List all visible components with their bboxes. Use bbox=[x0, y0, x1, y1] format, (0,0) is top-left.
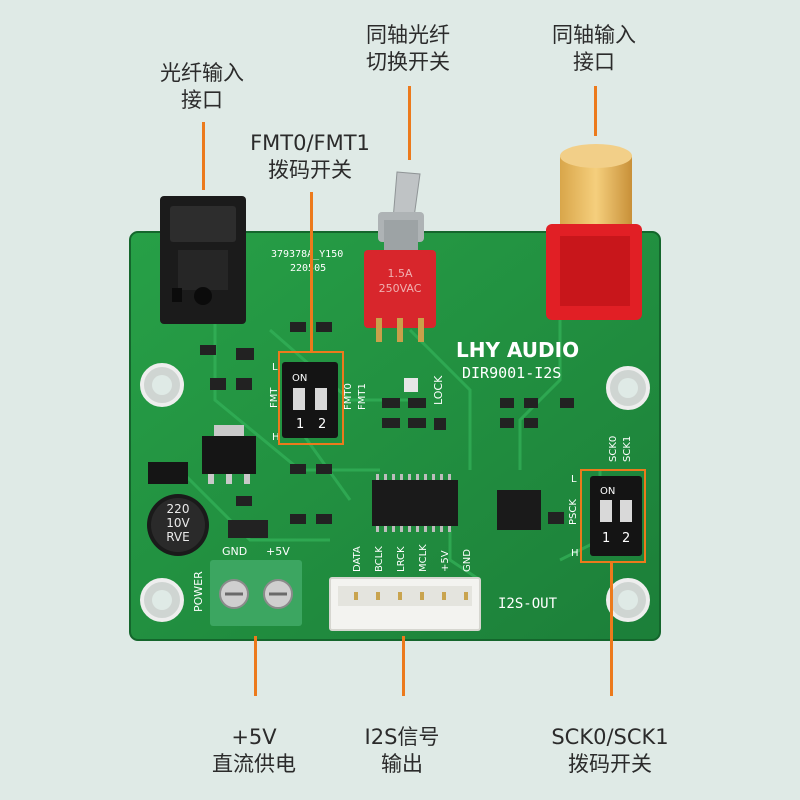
callout-coax-optical-switch-line1: 同轴光纤 bbox=[366, 23, 450, 47]
lead-fmt bbox=[310, 192, 313, 352]
dir9001-ic bbox=[372, 474, 458, 532]
logic-ic bbox=[497, 490, 541, 530]
callout-dc-power-line1: +5V bbox=[231, 725, 277, 749]
fmt-dip-H: H bbox=[272, 432, 280, 443]
power-label: POWER bbox=[192, 571, 205, 612]
board-code: 379378A_Y150 bbox=[271, 249, 343, 260]
optical-input-connector bbox=[160, 196, 246, 324]
lead-sck bbox=[610, 562, 613, 696]
diode bbox=[148, 462, 188, 484]
voltage-regulator bbox=[202, 425, 256, 484]
sck0-label: SCK0 bbox=[608, 436, 619, 462]
i2s-pin-mclk: MCLK bbox=[418, 544, 429, 572]
i2s-pin-5v: +5V bbox=[440, 550, 451, 572]
fmt0-label: FMT0 bbox=[343, 383, 354, 410]
sck1-label: SCK1 bbox=[622, 436, 633, 462]
psck-label: PSCK bbox=[568, 499, 579, 525]
cap-text-1: 220 bbox=[167, 502, 190, 516]
fmt-side-label: FMT bbox=[269, 387, 280, 408]
i2s-pin-lrck: LRCK bbox=[396, 546, 407, 572]
gnd-label: GND bbox=[222, 545, 247, 558]
sck-switch-bracket bbox=[580, 469, 646, 563]
sck-dip-L: L bbox=[571, 474, 577, 485]
fmt-dip-num-2: 2 bbox=[318, 417, 326, 432]
mounting-holes bbox=[140, 363, 650, 622]
coax-input-connector bbox=[546, 144, 642, 320]
callout-coax-input-line2: 接口 bbox=[573, 50, 615, 74]
lead-i2s bbox=[402, 636, 405, 696]
sck-dip-num-2: 2 bbox=[622, 531, 630, 546]
toggle-rating-current: 1.5A bbox=[387, 267, 412, 280]
i2s-output-header bbox=[329, 577, 481, 631]
fmt-dip-on: ON bbox=[292, 373, 307, 384]
i2s-pin-gnd: GND bbox=[462, 549, 473, 572]
callout-dc-power-line2: 直流供电 bbox=[212, 752, 296, 776]
callout-i2s-output-line2: 输出 bbox=[381, 752, 423, 776]
callout-sck-switch: SCK0/SCK1 拨码开关 bbox=[546, 724, 674, 778]
callout-coax-optical-switch: 同轴光纤 切换开关 bbox=[356, 22, 460, 76]
smd-components bbox=[200, 322, 574, 538]
callout-coax-input-line1: 同轴输入 bbox=[552, 23, 636, 47]
lead-power bbox=[254, 636, 257, 696]
callout-coax-optical-switch-line2: 切换开关 bbox=[366, 50, 450, 74]
callout-sck-switch-line2: 拨码开关 bbox=[568, 752, 652, 776]
callout-optical-input: 光纤输入 接口 bbox=[150, 60, 254, 114]
lock-led bbox=[404, 378, 418, 392]
callout-fmt-switch-line1: FMT0/FMT1 bbox=[250, 131, 370, 155]
i2s-out-label: I2S-OUT bbox=[498, 596, 558, 612]
sck-dip-num-1: 1 bbox=[602, 531, 610, 546]
board-date: 220505 bbox=[290, 263, 326, 274]
fmt-switch-bracket bbox=[278, 351, 344, 445]
sck-dip-H: H bbox=[571, 548, 579, 559]
model-label: DIR9001-I2S bbox=[462, 364, 561, 382]
fmt-dip-L: L bbox=[272, 362, 278, 373]
lead-coax bbox=[594, 86, 597, 136]
plus5v-label: +5V bbox=[266, 545, 290, 558]
i2s-pin-data: DATA bbox=[352, 546, 363, 572]
lock-label: LOCK bbox=[432, 375, 445, 405]
i2s-pin-bclk: BCLK bbox=[374, 546, 385, 572]
lead-optical bbox=[202, 122, 205, 190]
callout-fmt-switch-line2: 拨码开关 bbox=[268, 158, 352, 182]
callout-optical-input-line1: 光纤输入 bbox=[160, 61, 244, 85]
sck-dip-on: ON bbox=[600, 486, 615, 497]
power-terminal-block bbox=[210, 560, 302, 626]
cap-text-3: RVE bbox=[166, 530, 189, 544]
callout-optical-input-line2: 接口 bbox=[181, 88, 223, 112]
toggle-switch: 1.5A 250VAC bbox=[364, 171, 436, 342]
callout-coax-input: 同轴输入 接口 bbox=[542, 22, 646, 76]
callout-i2s-output-line1: I2S信号 bbox=[364, 725, 440, 749]
cap-text-2: 10V bbox=[166, 516, 190, 530]
callout-sck-switch-line1: SCK0/SCK1 bbox=[551, 725, 669, 749]
callout-fmt-switch: FMT0/FMT1 拨码开关 bbox=[248, 130, 372, 184]
fmt-dip-num-1: 1 bbox=[296, 417, 304, 432]
callout-dc-power: +5V 直流供电 bbox=[202, 724, 306, 778]
fmt-dip-switch: ON 1 2 L H FMT bbox=[269, 362, 338, 443]
callout-i2s-output: I2S信号 输出 bbox=[350, 724, 454, 778]
fmt1-label: FMT1 bbox=[357, 383, 368, 410]
lead-toggle bbox=[408, 86, 411, 160]
brand-label: LHY AUDIO bbox=[456, 338, 579, 362]
toggle-rating-voltage: 250VAC bbox=[379, 282, 422, 295]
sck-dip-switch: ON 1 2 L H bbox=[571, 474, 642, 559]
electrolytic-capacitor: 220 10V RVE bbox=[147, 494, 209, 556]
